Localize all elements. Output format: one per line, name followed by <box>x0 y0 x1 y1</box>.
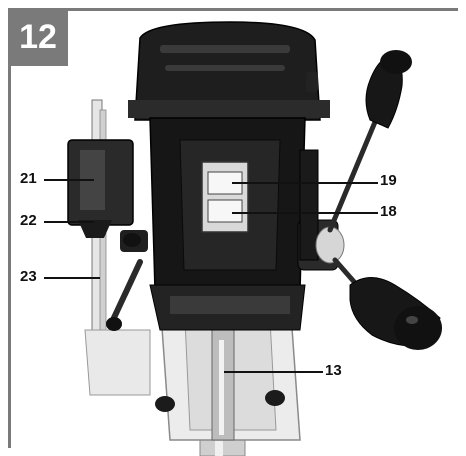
figure-frame <box>8 8 458 448</box>
motor-cover-rim <box>128 100 330 118</box>
depth-gauge-pointer <box>78 220 112 238</box>
head-base-plate <box>170 296 290 314</box>
left-guard-bracket <box>84 329 151 396</box>
callout-13: 13 <box>325 362 342 379</box>
feed-lever-left <box>109 259 143 325</box>
feed-grip-upper-knob <box>380 50 412 74</box>
callout-21: 21 <box>20 170 37 187</box>
leader-line-18 <box>232 212 378 214</box>
feed-grip-lower-knob-shine <box>406 316 418 324</box>
spindle-shine <box>219 340 224 435</box>
callout-23: 23 <box>20 268 37 285</box>
guard-knob-right <box>265 390 285 406</box>
housing-knob <box>123 233 141 247</box>
feed-grip-lower-knob <box>394 306 442 350</box>
leader-line-22 <box>44 221 94 223</box>
callout-18: 18 <box>380 203 397 220</box>
figure-number-badge: 12 <box>8 8 68 66</box>
feed-lever-upper <box>327 107 383 233</box>
motor-cover-ridge-2 <box>165 65 285 71</box>
callout-22: 22 <box>20 212 37 229</box>
feed-lever-left-tip <box>106 317 122 331</box>
motor-cover-ridge <box>160 45 290 53</box>
leader-line-13 <box>224 371 323 373</box>
side-lock-knob <box>306 72 318 92</box>
callout-19: 19 <box>380 172 397 189</box>
leader-line-23 <box>44 277 100 279</box>
leader-line-21 <box>44 179 94 181</box>
off-switch <box>207 199 243 223</box>
depth-scale <box>299 149 319 261</box>
leader-line-19 <box>232 182 378 184</box>
guard-knob-left <box>155 396 175 412</box>
